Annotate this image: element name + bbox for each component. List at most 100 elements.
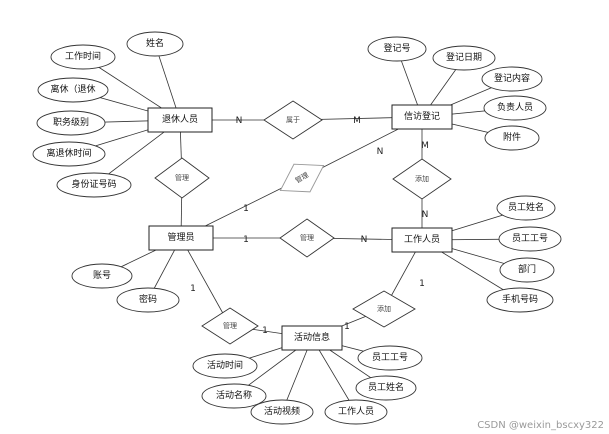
visit-attr-attachment: 附件 — [484, 125, 540, 151]
entity-activity: 活动信息 — [281, 325, 343, 351]
activity-attr-employee-no: 员工工号 — [357, 345, 423, 371]
activity-attr-staff-label: 工作人员 — [338, 405, 374, 417]
admin-attr-account-label: 账号 — [93, 270, 111, 281]
relationship-manage-retiree-label: 管理 — [175, 173, 189, 182]
staff-attr-employee-no-label: 员工工号 — [512, 233, 548, 244]
admin-attr-password-ellipse — [116, 287, 180, 313]
activity-attr-employee-no-ellipse — [357, 345, 423, 371]
retiree-attr-name-label: 姓名 — [146, 37, 164, 49]
entity-admin-box — [148, 225, 214, 251]
relationship-manage-visit-diamond — [279, 163, 325, 193]
visit-attr-attachment-ellipse — [484, 125, 540, 151]
relationship-belongs: 属于 — [263, 100, 323, 140]
relationship-manage-retiree-diamond — [154, 157, 210, 199]
card-visit-add-top: M — [421, 141, 429, 151]
activity-attr-employee-no-label: 员工工号 — [372, 352, 408, 363]
visit-attr-responsible-ellipse — [483, 95, 547, 121]
entity-visit-record-box — [391, 104, 453, 130]
visit-attr-record-date-ellipse — [432, 45, 496, 71]
card-belongs-left: N — [236, 116, 243, 126]
visit-attr-record-no: 登记号 — [367, 36, 427, 62]
relationship-add-visit: 添加 — [392, 158, 452, 200]
card-admin-visit: 1 — [243, 204, 249, 214]
entity-retiree-label: 退休人员 — [162, 113, 198, 125]
visit-attr-record-date: 登记日期 — [432, 45, 496, 71]
visit-attr-record-content: 登记内容 — [481, 66, 543, 92]
retiree-attr-name: 姓名 — [126, 31, 184, 57]
retiree-attr-work-time-ellipse — [50, 44, 116, 70]
entity-admin: 管理员 — [148, 225, 214, 251]
entity-staff-box — [391, 227, 453, 253]
card-belongs-right: M — [353, 116, 361, 126]
relationship-manage-activity: 管理 — [201, 307, 259, 345]
visit-attr-record-date-label: 登记日期 — [446, 52, 482, 63]
visit-attr-responsible: 负责人员 — [483, 95, 547, 121]
activity-attr-name-ellipse — [201, 383, 267, 409]
activity-attr-name-label: 活动名称 — [216, 389, 252, 401]
relationship-add-visit-label: 添加 — [415, 174, 429, 183]
retiree-attr-retire-time-ellipse — [32, 141, 106, 167]
entity-admin-label: 管理员 — [167, 231, 194, 243]
retiree-attr-work-time-label: 工作时间 — [65, 50, 101, 62]
staff-attr-name-label: 员工姓名 — [508, 201, 544, 213]
retiree-attr-retire-time: 离退休时间 — [32, 141, 106, 167]
visit-attr-attachment-label: 附件 — [503, 131, 521, 143]
staff-attr-name: 员工姓名 — [496, 195, 556, 221]
retiree-attr-id-number: 身份证号码 — [56, 172, 132, 198]
staff-attr-department-label: 部门 — [518, 263, 536, 275]
watermark: CSDN @weixin_bscxy322 — [477, 420, 604, 431]
card-admin-staff-left: 1 — [243, 235, 249, 245]
entity-staff-label: 工作人员 — [404, 233, 440, 245]
visit-attr-record-content-label: 登记内容 — [494, 72, 530, 84]
entity-activity-box — [281, 325, 343, 351]
visit-attr-record-no-label: 登记号 — [383, 43, 410, 54]
card-visit-manage: N — [377, 147, 384, 157]
retiree-attr-id-number-label: 身份证号码 — [71, 178, 116, 190]
relationship-manage-staff: 管理 — [279, 218, 335, 258]
staff-attr-department: 部门 — [499, 257, 555, 283]
retiree-attr-position-level-label: 职务级别 — [53, 116, 89, 128]
staff-attr-employee-no-ellipse — [498, 226, 562, 252]
relationship-add-activity-label: 添加 — [377, 304, 391, 313]
card-admin-activity-bottom: 1 — [262, 326, 268, 336]
retiree-attr-retire-type-ellipse — [37, 77, 109, 103]
entity-visit-record: 信访登记 — [391, 104, 453, 130]
retiree-attr-name-connector — [154, 43, 181, 121]
retiree-attr-name-ellipse — [126, 31, 184, 57]
retiree-attr-retire-type-label: 离休（退休 — [50, 83, 95, 95]
activity-attr-time: 活动时间 — [192, 353, 258, 379]
relationship-manage-staff-diamond — [279, 218, 335, 258]
edge-admin-manage_activity — [180, 237, 231, 327]
relationship-add-activity-diamond — [352, 290, 416, 328]
visit-attr-record-no-ellipse — [367, 36, 427, 62]
relationship-add-visit-diamond — [392, 158, 452, 200]
activity-attr-employee-name-label: 员工姓名 — [368, 381, 404, 393]
relationship-add-activity: 添加 — [352, 290, 416, 328]
relationship-manage-staff-label: 管理 — [300, 233, 314, 242]
visit-attr-responsible-label: 负责人员 — [497, 101, 533, 113]
admin-attr-password: 密码 — [116, 287, 180, 313]
relationship-manage-visit: 管理 — [279, 163, 325, 193]
staff-attr-name-ellipse — [496, 195, 556, 221]
relationship-belongs-diamond — [263, 100, 323, 140]
staff-attr-department-ellipse — [499, 257, 555, 283]
card-admin-staff-right: N — [361, 235, 368, 245]
admin-attr-account-ellipse — [71, 263, 133, 289]
activity-attr-name: 活动名称 — [201, 383, 267, 409]
entity-visit-record-label: 信访登记 — [404, 110, 440, 122]
activity-attr-employee-name: 员工姓名 — [355, 375, 417, 401]
entity-retiree: 退休人员 — [147, 107, 213, 133]
activity-attr-time-label: 活动时间 — [207, 359, 243, 371]
entity-retiree-box — [147, 107, 213, 133]
activity-attr-video-ellipse — [250, 399, 314, 425]
card-staff-activity-bottom: 1 — [344, 322, 350, 332]
relationship-manage-activity-label: 管理 — [223, 321, 237, 330]
staff-attr-phone-ellipse — [486, 287, 554, 313]
relationship-manage-activity-diamond — [201, 307, 259, 345]
relationship-manage-retiree: 管理 — [154, 157, 210, 199]
retiree-attr-retire-type: 离休（退休 — [37, 77, 109, 103]
admin-attr-password-label: 密码 — [139, 293, 157, 305]
